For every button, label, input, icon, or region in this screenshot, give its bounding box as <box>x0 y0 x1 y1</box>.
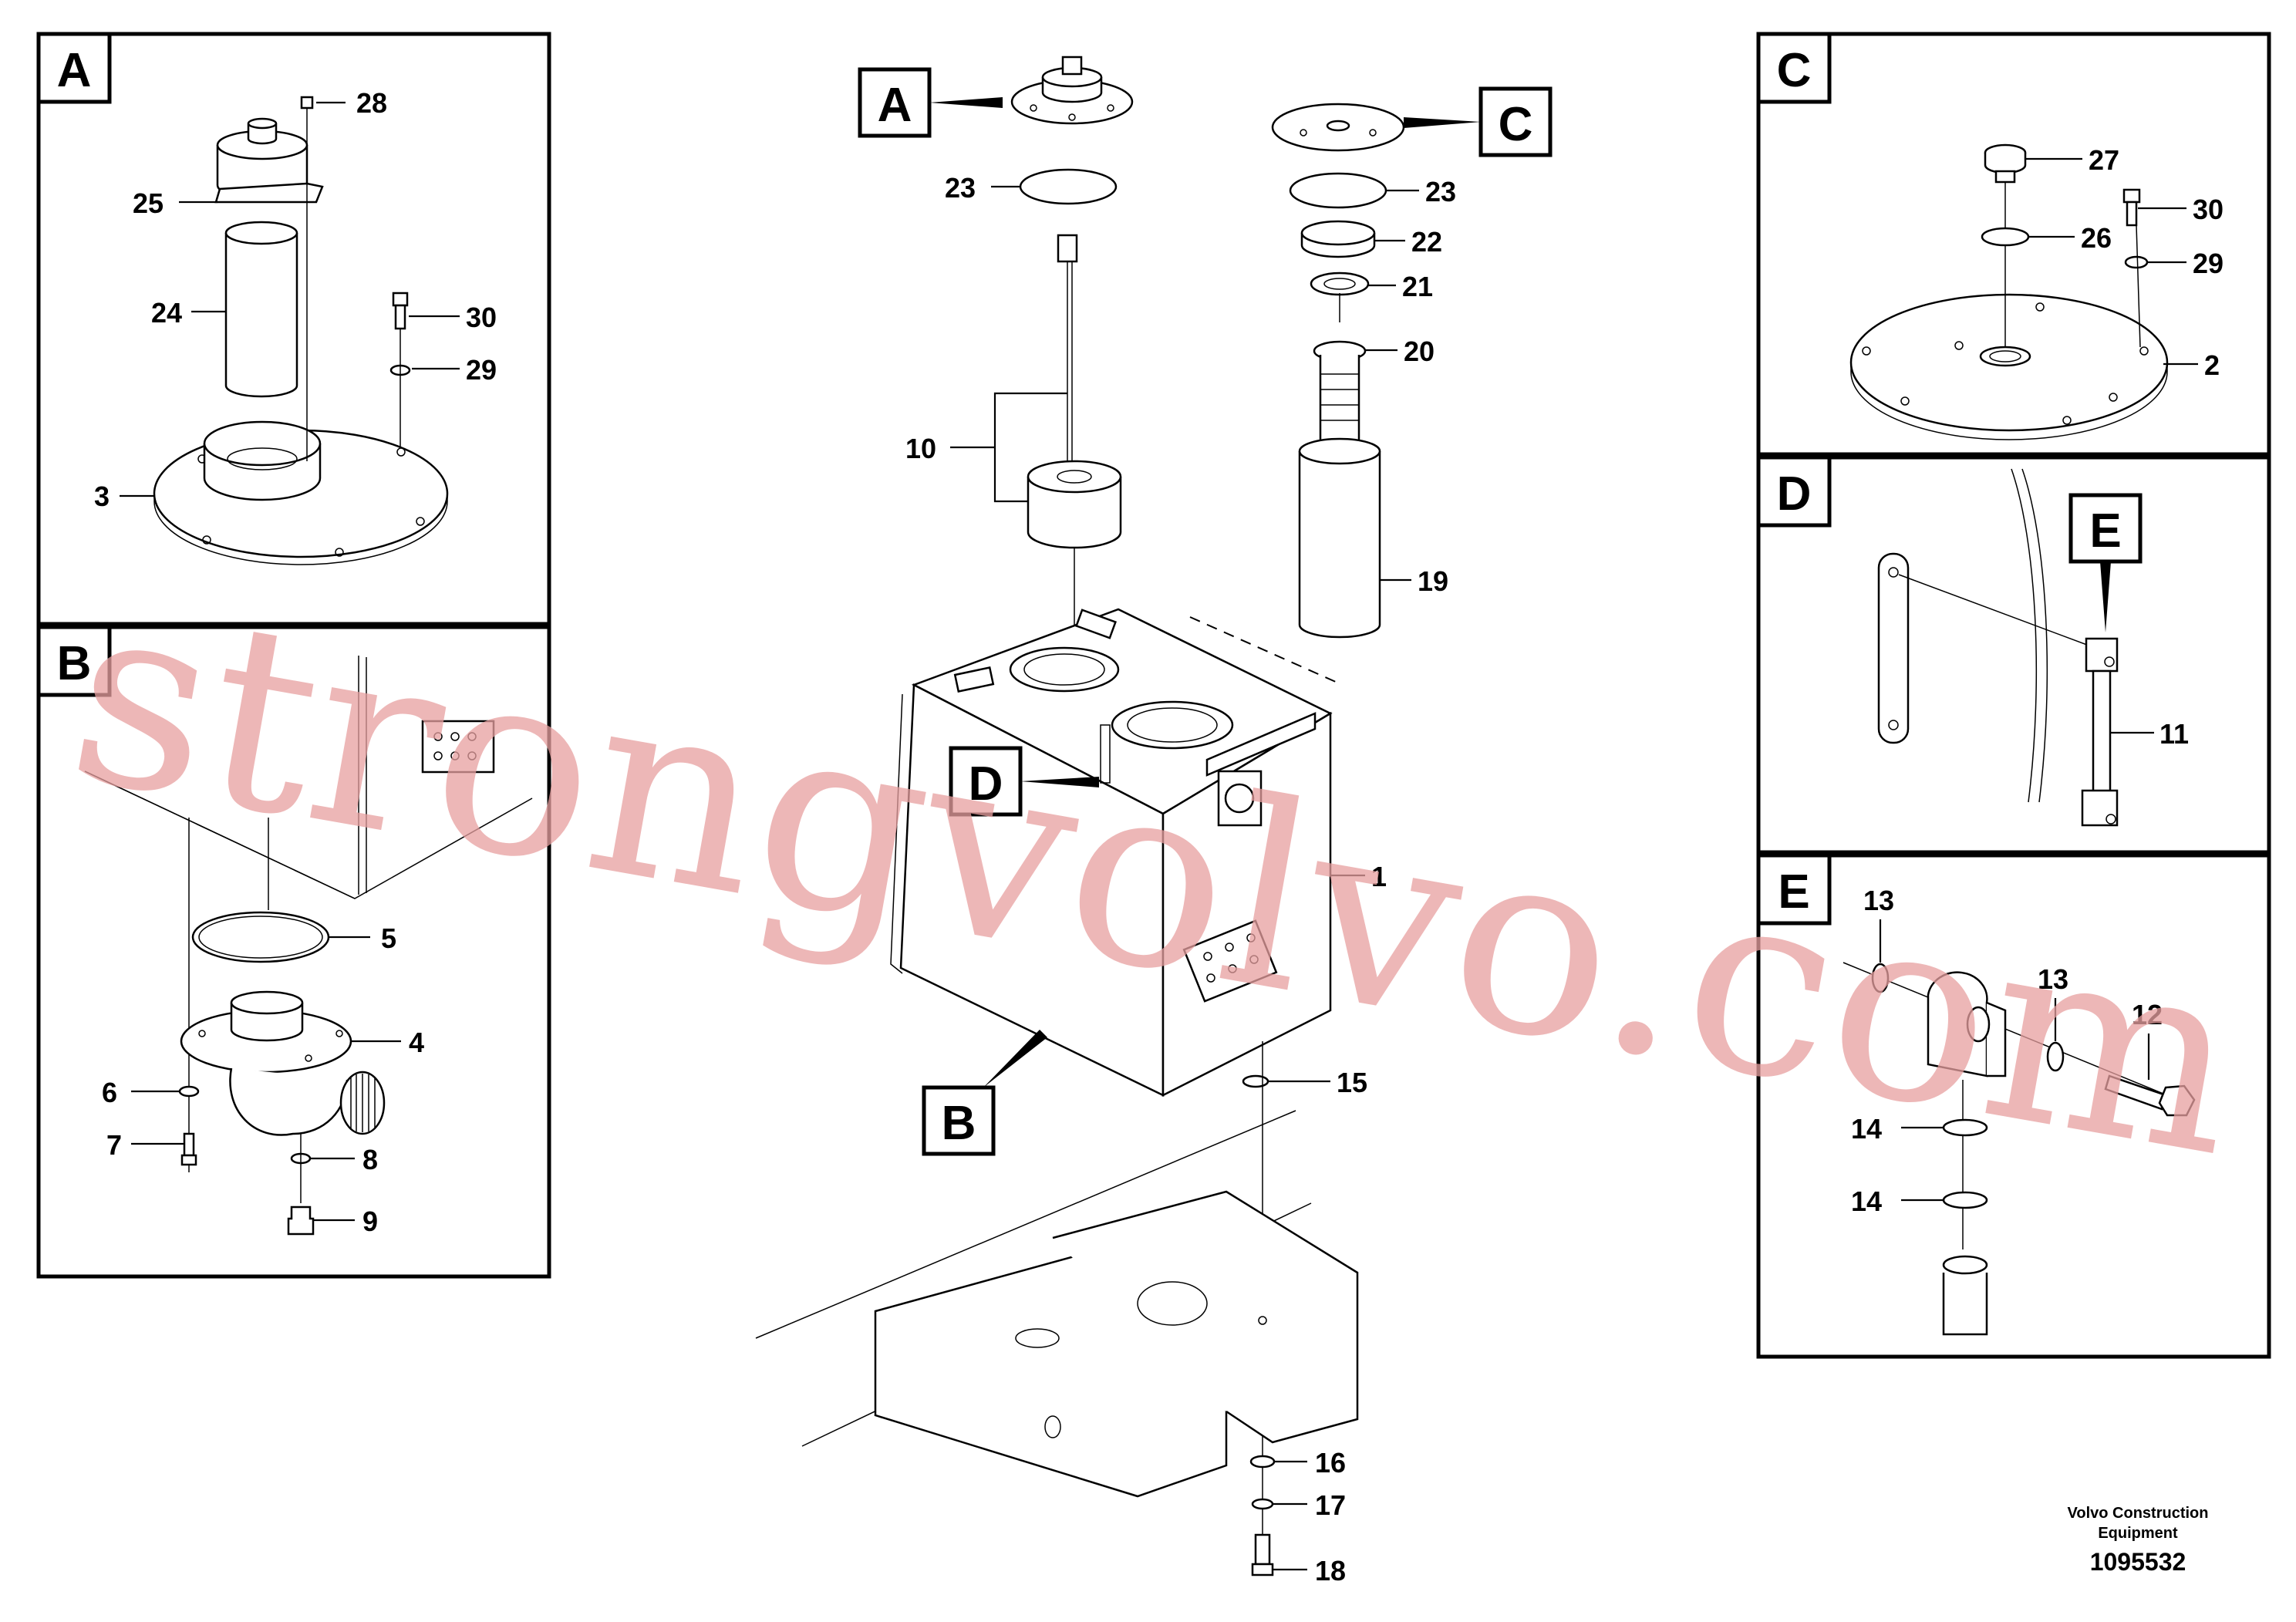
callout-b: B <box>942 1097 976 1150</box>
part-18-label: 18 <box>1315 1555 1346 1587</box>
panel-d-label: D <box>1777 467 1812 521</box>
panel-c-label: C <box>1777 44 1812 97</box>
part-5-label: 5 <box>381 922 396 954</box>
part-19-label: 19 <box>1418 565 1448 597</box>
brand-line-2: Equipment <box>2098 1525 2178 1542</box>
part-20-label: 20 <box>1404 336 1435 367</box>
part-24-label: 24 <box>151 297 182 329</box>
part-25-label: 25 <box>133 187 164 219</box>
panel-a-label: A <box>57 44 92 97</box>
part-13-label-right: 13 <box>2038 963 2068 995</box>
part-28-label: 28 <box>356 87 387 119</box>
part-29-label: 29 <box>466 354 497 386</box>
part-29-label-c: 29 <box>2193 248 2224 279</box>
part-12-label: 12 <box>2132 999 2163 1030</box>
part-23-label-left: 23 <box>945 172 976 204</box>
part-6-label: 6 <box>102 1077 117 1108</box>
part-8-label: 8 <box>362 1144 378 1175</box>
part-30-label: 30 <box>466 302 497 333</box>
part-2-label: 2 <box>2204 349 2220 381</box>
part-17-label: 17 <box>1315 1489 1346 1521</box>
panel-b-label: B <box>57 637 92 690</box>
part-10-label: 10 <box>905 433 936 464</box>
callout-c: C <box>1499 98 1533 151</box>
panel-e-label: E <box>1778 865 1809 919</box>
center-assembly: A 23 10 C 23 <box>755 56 1553 1587</box>
brand-line-1: Volvo Construction <box>2068 1505 2209 1522</box>
callout-d: D <box>969 757 1003 811</box>
part-21-label: 21 <box>1402 271 1433 302</box>
panel-d: D E 11 <box>1756 455 2271 855</box>
title-block: Volvo Construction Equipment 1095532 <box>2068 1505 2209 1576</box>
part-23-label-right: 23 <box>1425 176 1456 207</box>
drawing-number: 1095532 <box>2090 1548 2186 1576</box>
part-26-label: 26 <box>2081 222 2112 254</box>
panel-a: A 28 25 24 30 <box>36 32 551 626</box>
part-27-label: 27 <box>2089 144 2119 176</box>
part-4-label: 4 <box>409 1027 424 1058</box>
part-14-label-upper: 14 <box>1851 1113 1882 1145</box>
part-22-label: 22 <box>1411 226 1442 258</box>
part-3-label: 3 <box>94 481 110 512</box>
panel-e: E 13 13 12 14 14 <box>1756 853 2271 1359</box>
part-9-label: 9 <box>362 1206 378 1237</box>
panel-b: B 5 4 <box>36 625 551 1279</box>
part-15-label: 15 <box>1337 1067 1367 1098</box>
callout-a: A <box>878 79 912 132</box>
part-11-label: 11 <box>2159 718 2189 750</box>
callout-e: E <box>2089 504 2121 558</box>
part-30-label-c: 30 <box>2193 194 2224 225</box>
part-13-label-left: 13 <box>1863 885 1894 916</box>
panel-c: C 27 26 30 29 2 <box>1756 32 2271 457</box>
part-16-label: 16 <box>1315 1447 1346 1479</box>
part-14-label-lower: 14 <box>1851 1185 1882 1217</box>
part-7-label: 7 <box>106 1129 122 1161</box>
part-1-label: 1 <box>1371 861 1387 892</box>
